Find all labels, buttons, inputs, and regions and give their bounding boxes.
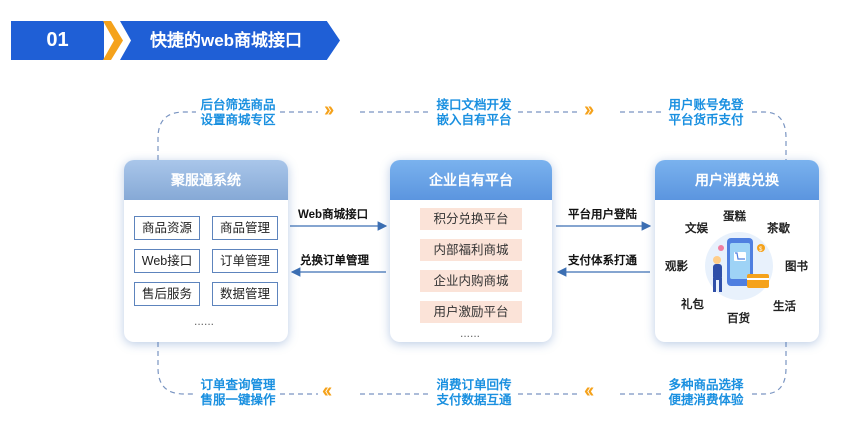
loop-text-top-right: 用户账号免登平台货币支付 [668, 98, 744, 127]
middle-panel: 企业自有平台 积分兑换平台 内部福利商城 企业内购商城 用户激励平台 .....… [390, 160, 552, 342]
ring-label-tea: 茶歇 [767, 223, 790, 235]
item-points-exchange: 积分兑换平台 [420, 208, 522, 230]
cell-goods-resource: 商品资源 [134, 216, 200, 240]
chevron-right-icon: ›› [324, 99, 334, 121]
loop-text-bottom-right: 多种商品选择便捷消费体验 [668, 378, 744, 407]
flow-label-web-api: Web商城接口 [298, 209, 369, 221]
ring-label-life: 生活 [773, 301, 796, 313]
right-panel-title: 用户消费兑换 [655, 160, 819, 200]
left-panel-title: 聚服通系统 [124, 160, 288, 200]
cell-order-management: 订单管理 [212, 249, 278, 273]
item-internal-mall: 企业内购商城 [420, 270, 522, 292]
middle-panel-title: 企业自有平台 [390, 160, 552, 200]
svg-text:$: $ [759, 247, 763, 253]
shopping-phone-illustration: $ [705, 232, 773, 300]
left-panel: 聚服通系统 商品资源 商品管理 Web接口 订单管理 售后服务 数据管理 ...… [124, 160, 288, 342]
ring-label-entertainment: 文娱 [685, 223, 708, 235]
chevron-left-icon: ‹‹ [584, 380, 594, 402]
flow-label-payment: 支付体系打通 [568, 255, 637, 267]
title-banner [120, 21, 340, 60]
loop-text-bottom-left: 订单查询管理售服一键操作 [200, 378, 276, 407]
ring-label-gift: 礼包 [681, 299, 704, 311]
section-number: 01 [11, 21, 104, 60]
loop-text-top-left: 后台筛选商品设置商城专区 [200, 98, 276, 127]
chevron-left-icon: ‹‹ [322, 380, 332, 402]
ring-label-cake: 蛋糕 [723, 211, 746, 223]
bottom-loop-line [157, 342, 787, 395]
cell-goods-management: 商品管理 [212, 216, 278, 240]
middle-panel-more: ...... [460, 326, 481, 340]
top-loop-line [157, 111, 787, 160]
flow-label-order-mgmt: 兑换订单管理 [300, 255, 369, 267]
page-title: 快捷的web商城接口 [150, 31, 303, 50]
flow-label-login: 平台用户登陆 [568, 209, 637, 221]
orange-arrow-icon [103, 21, 123, 60]
item-incentive-platform: 用户激励平台 [420, 301, 522, 323]
cell-after-sales: 售后服务 [134, 282, 200, 306]
ring-label-movie: 观影 [665, 261, 688, 273]
cell-data-management: 数据管理 [212, 282, 278, 306]
right-panel: 用户消费兑换 $ 文娱 蛋糕 茶歇 观影 图书 礼包 百货 生活 [655, 160, 819, 342]
left-panel-more: ...... [194, 314, 215, 328]
loop-text-top-mid: 接口文档开发嵌入自有平台 [436, 98, 512, 127]
ring-label-department: 百货 [727, 313, 750, 325]
cell-web-api: Web接口 [134, 249, 200, 273]
loop-text-bottom-mid: 消费订单回传支付数据互通 [436, 378, 512, 407]
ring-label-books: 图书 [785, 261, 808, 273]
chevron-right-icon: ›› [584, 99, 594, 121]
item-welfare-mall: 内部福利商城 [420, 239, 522, 261]
